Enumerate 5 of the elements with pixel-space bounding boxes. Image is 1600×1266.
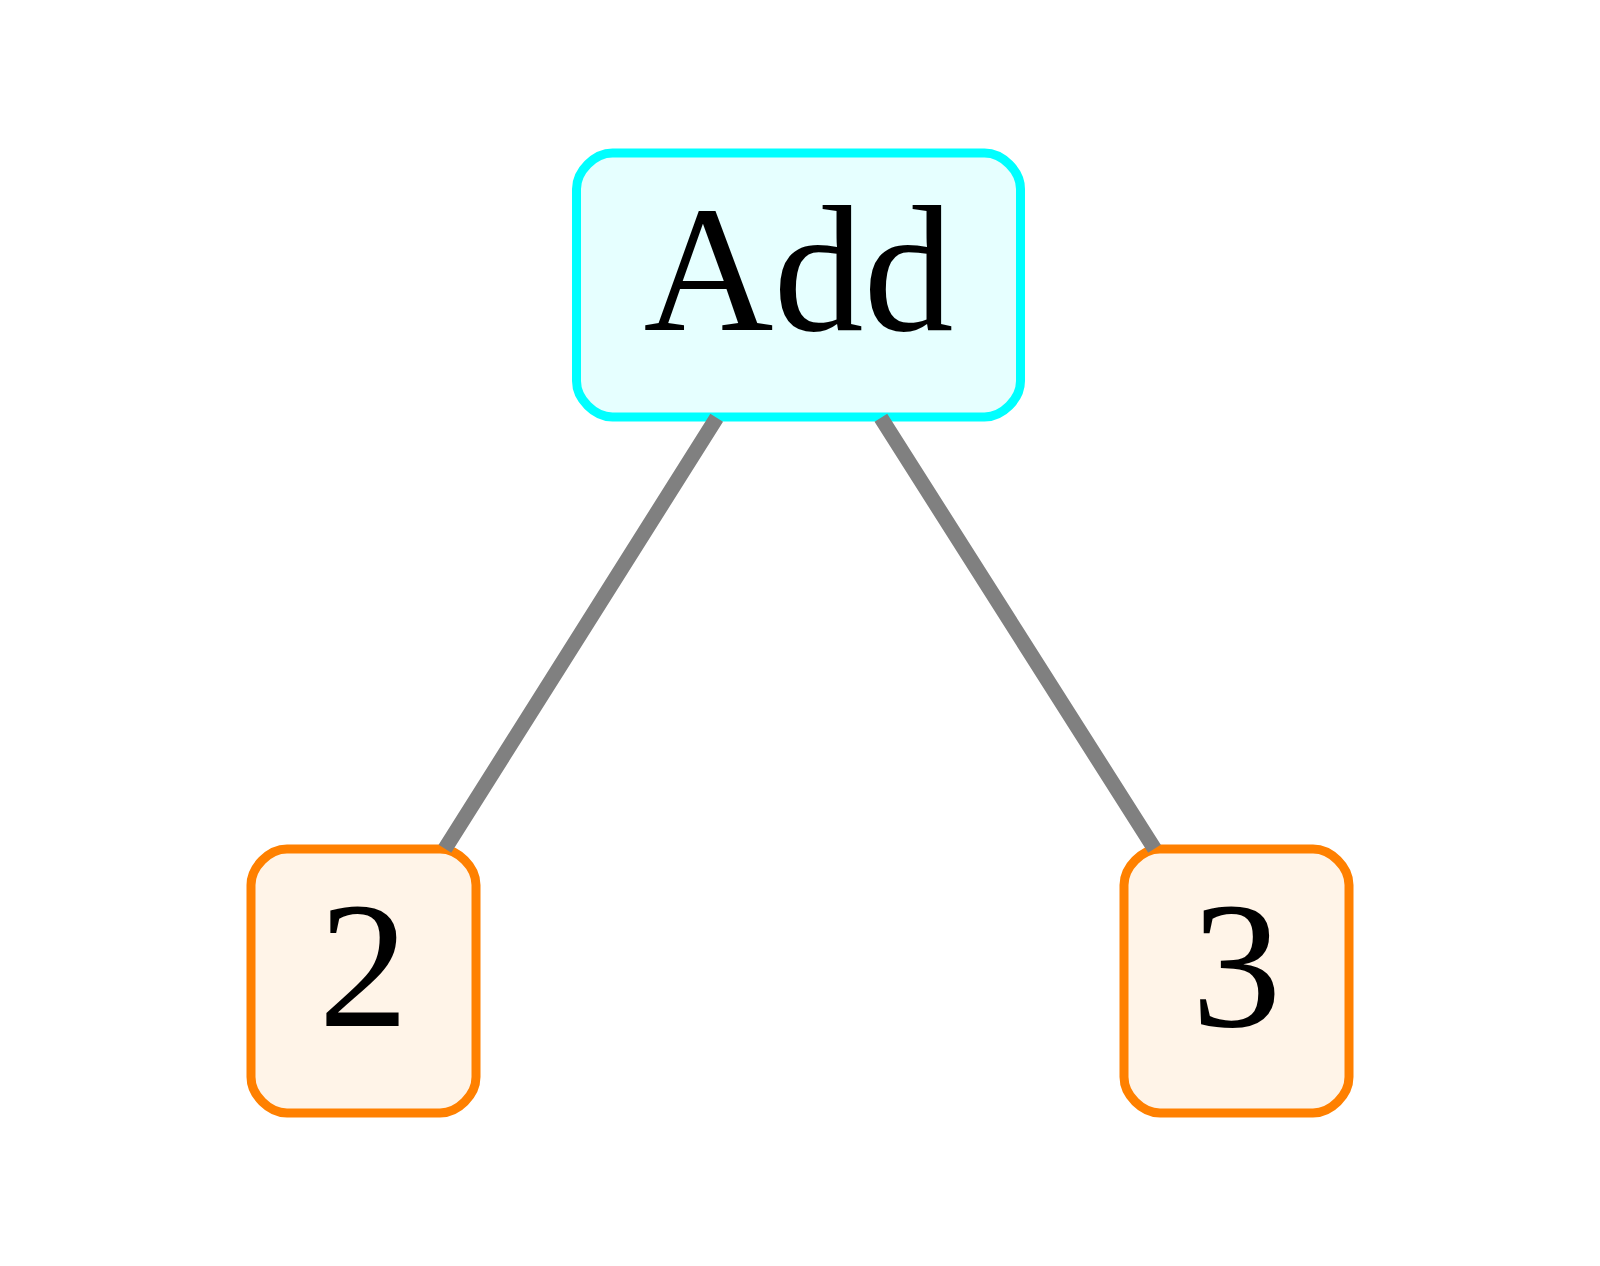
node-box: 3	[1119, 844, 1354, 1118]
node-box: Add	[572, 148, 1025, 422]
node-box: 2	[246, 844, 481, 1118]
connector	[438, 413, 724, 853]
connector	[874, 413, 1161, 853]
